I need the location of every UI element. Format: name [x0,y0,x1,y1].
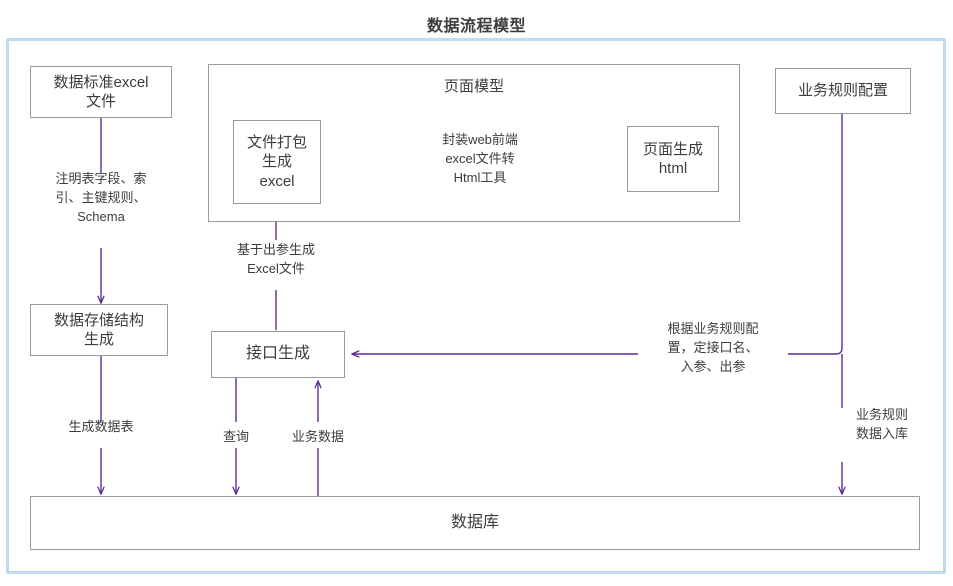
node-data-standard-excel[interactable]: 数据标准excel 文件 [30,66,172,118]
node-interface-generate[interactable]: 接口生成 [211,331,345,378]
edge-label-line2: 引、主键规则、 [55,189,147,205]
edge-label-line1: 封装web前端 [442,132,518,147]
edge-label-line1: 业务规则 [856,407,909,422]
edge-label-business-data: 业务数据 [283,428,353,447]
edge-label-web-tool: 封装web前端 excel文件转 Html工具 [410,131,550,188]
edge-label-rule-data-store: 业务规则 数据入库 [856,406,936,444]
edge-label-query: 查询 [201,428,271,447]
edge-label-line1: 业务数据 [291,429,344,444]
node-label-line1: 接口生成 [245,345,310,363]
node-database[interactable]: 数据库 [30,496,920,550]
node-label-line1: 数据存储结构 [53,311,144,329]
edge-label-line1: 查询 [222,429,249,444]
group-title-page-model: 页面模型 [443,78,504,95]
edge-label-line3: Schema [77,208,125,224]
node-label-line3: excel [259,172,295,190]
node-label-line1: 数据库 [450,513,499,531]
edge-label-line1: 生成数据表 [68,419,134,434]
edge-label-line1: 根据业务规则配 [667,321,759,336]
node-file-package-excel[interactable]: 文件打包 生成 excel [233,120,321,204]
node-label-line2: 文件 [85,93,116,110]
edge-label-line1: 基于出参生成 [236,242,315,257]
edge-label-schema-note: 注明表字段、索 引、主键规则、 Schema [20,170,182,227]
edge-label-line3: Html工具 [453,169,507,185]
node-label-line2: html [658,160,688,177]
edge-label-line2: 置，定接口名、 [667,339,759,355]
node-label-line1: 业务规则配置 [797,82,888,100]
edge-label-line1: 注明表字段、索 [55,171,147,186]
edge-label-line2: excel文件转 [445,150,515,166]
edge-label-line2: 数据入库 [856,425,909,441]
node-page-generate-html[interactable]: 页面生成 html [627,126,719,192]
page-title: 数据流程模型 [426,18,526,35]
node-label-line1: 页面生成 [642,140,703,158]
node-label-line1: 文件打包 [246,134,307,152]
edge-label-based-on-output: 基于出参生成 Excel文件 [206,241,346,279]
edge-label-by-business-rule: 根据业务规则配 置，定接口名、 入参、出参 [641,320,785,377]
edge-label-line3: 入参、出参 [680,358,746,374]
node-label-line2: 生成 [83,331,114,348]
diagram-frame [6,38,946,574]
edge-label-line2: Excel文件 [247,260,305,276]
node-label-line2: 生成 [261,153,292,171]
node-storage-structure[interactable]: 数据存储结构 生成 [30,304,168,356]
node-business-rule-config[interactable]: 业务规则配置 [775,68,911,114]
edge-label-generate-table: 生成数据表 [31,418,171,437]
node-label-line1: 数据标准excel [53,73,149,91]
